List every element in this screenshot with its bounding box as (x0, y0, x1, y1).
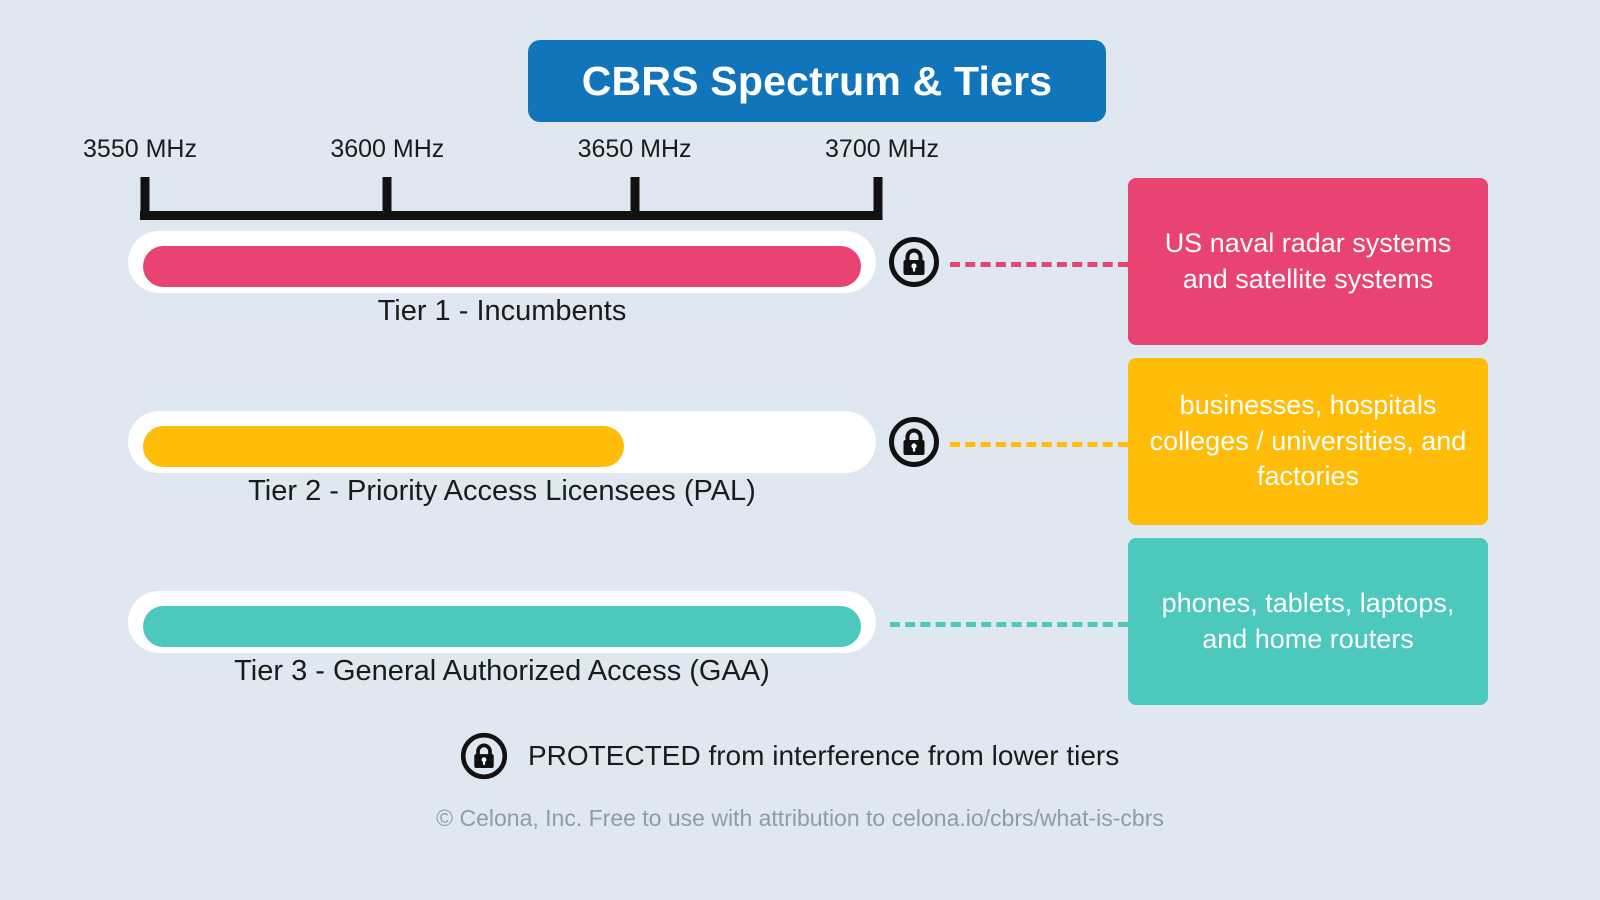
lock-icon (460, 732, 508, 780)
tier-1-fill (143, 246, 861, 287)
tier-1-callout: US naval radar systems and satellite sys… (1128, 178, 1488, 345)
axis-tick-mark-3 (873, 177, 882, 220)
axis-tick-label-3: 3700 MHz (825, 135, 939, 163)
axis-tick-label-2: 3650 MHz (577, 135, 692, 163)
frequency-axis: 3550 MHz 3600 MHz 3650 MHz 3700 MHz (83, 135, 939, 220)
tier-2-callout-text: businesses, hospitals colleges / univers… (1149, 390, 1467, 492)
axis-tick-mark-1 (382, 177, 392, 220)
tier-3-connector (890, 622, 1128, 627)
tier-3-callout: phones, tablets, laptops, and home route… (1128, 538, 1488, 705)
lock-icon (888, 416, 940, 468)
tier-2-track (128, 411, 876, 473)
axis-tick-label-0: 3550 MHz (83, 135, 197, 163)
axis-baseline (140, 211, 882, 220)
tier-2-fill (143, 426, 624, 467)
tier-3-caption: Tier 3 - General Authorized Access (GAA) (234, 655, 770, 687)
tier-2-caption: Tier 2 - Priority Access Licensees (PAL) (248, 475, 756, 507)
axis-tick-mark-2 (630, 177, 640, 220)
tier-3-callout-text: phones, tablets, laptops, and home route… (1161, 587, 1455, 654)
page-title: CBRS Spectrum & Tiers (581, 57, 1053, 104)
attribution-footer: © Celona, Inc. Free to use with attribut… (436, 805, 1164, 831)
tier-1-callout-text: US naval radar systems and satellite sys… (1164, 227, 1452, 294)
title-plate: CBRS Spectrum & Tiers (528, 40, 1106, 122)
legend-label: PROTECTED from interference from lower t… (528, 740, 1120, 771)
legend: PROTECTED from interference from lower t… (460, 732, 1119, 780)
tier-2-callout: businesses, hospitals colleges / univers… (1128, 358, 1488, 525)
tier-3-track (128, 591, 876, 653)
axis-tick-mark-0 (140, 177, 149, 220)
tier-1-track (128, 231, 876, 293)
tier-2-connector (950, 442, 1128, 447)
lock-icon (888, 236, 940, 288)
tier-1-connector (950, 262, 1128, 267)
tier-1-caption: Tier 1 - Incumbents (377, 295, 627, 327)
axis-tick-label-1: 3600 MHz (330, 135, 445, 163)
tier-3-fill (143, 606, 861, 647)
